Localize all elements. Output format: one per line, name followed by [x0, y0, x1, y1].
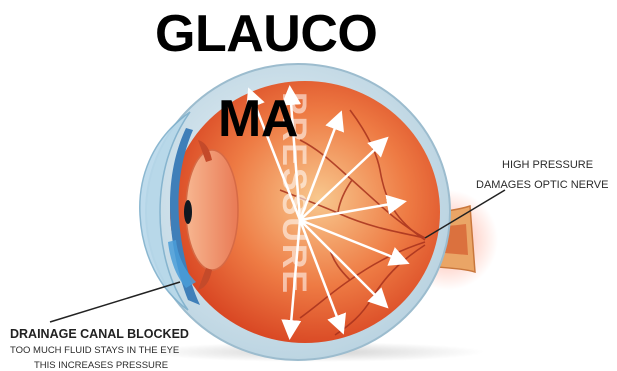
drainage-canal-title: DRAINAGE CANAL BLOCKED	[10, 327, 189, 341]
drainage-description-line-2: THIS INCREASES PRESSURE	[34, 360, 168, 371]
pupil	[184, 200, 192, 224]
lens	[186, 150, 238, 270]
drainage-pointer-line	[50, 282, 180, 322]
damages-optic-nerve-label: DAMAGES OPTIC NERVE	[476, 179, 608, 191]
drainage-description-line-1: TOO MUCH FLUID STAYS IN THE EYE	[10, 345, 179, 356]
title-line-2: MA	[218, 93, 298, 145]
title-line-1: GLAUCO	[155, 8, 377, 60]
high-pressure-label: HIGH PRESSURE	[502, 159, 593, 171]
